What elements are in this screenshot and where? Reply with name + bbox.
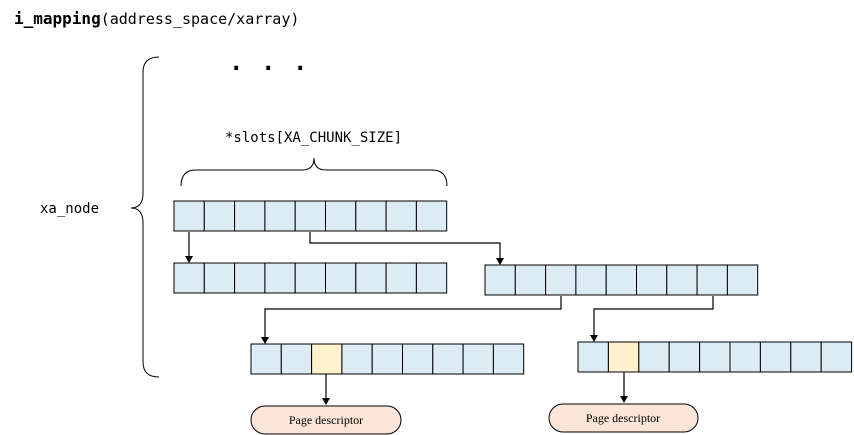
slot-cell (484, 264, 516, 296)
slot-cell (415, 262, 448, 294)
page-descriptor-left-label: Page descriptor (289, 413, 363, 427)
slot-cell (341, 343, 373, 375)
page-slot (311, 343, 343, 375)
leaf-right-slot-array (577, 341, 853, 373)
page-descriptor-right-label: Page descriptor (586, 411, 660, 425)
slot-cell (203, 262, 236, 294)
slot-cell (432, 343, 464, 375)
slot-cell (729, 341, 761, 373)
slot-cell (294, 200, 327, 232)
slot-cell (250, 343, 282, 375)
slot-cell (759, 341, 792, 373)
child-left-slot-array (173, 262, 448, 294)
slot-cell (264, 262, 296, 294)
ellipsis: . . . (232, 51, 312, 76)
slot-cell (325, 200, 357, 232)
slot-cell (203, 200, 236, 232)
slot-cell (638, 341, 670, 373)
slot-cell (696, 264, 728, 296)
slot-cell (385, 262, 417, 294)
slot-cell (280, 343, 313, 375)
slot-cell (492, 343, 525, 375)
slot-cell (636, 264, 668, 296)
slots-label: *slots[XA_CHUNK_SIZE] (225, 130, 402, 146)
slot-cell (462, 343, 494, 375)
slot-cell (577, 341, 609, 373)
slot-cell (402, 343, 434, 375)
slot-cell (294, 262, 327, 294)
slot-cell (820, 341, 853, 373)
xa-node-brace (130, 56, 160, 378)
slot-cell (545, 264, 577, 296)
slot-cell (699, 341, 731, 373)
slots-brace (180, 157, 448, 187)
title-rest: (address_space/xarray) (101, 10, 300, 28)
slot-cell (355, 262, 387, 294)
slot-cell (173, 200, 205, 232)
slot-cell (355, 200, 387, 232)
arrow-child-right-to-leaf-right (590, 296, 714, 342)
root-slot-array (173, 200, 448, 232)
arrow-root-to-child-right (309, 232, 504, 265)
page-descriptor-left: Page descriptor (250, 405, 402, 435)
slot-cell (415, 200, 448, 232)
slot-cell (371, 343, 404, 375)
diagram-title: i_mapping(address_space/xarray) (14, 9, 299, 28)
slot-cell (173, 262, 205, 294)
slot-cell (385, 200, 417, 232)
arrow-child-right-to-leaf-left (261, 296, 562, 344)
slot-cell (325, 262, 357, 294)
slot-cell (234, 200, 266, 232)
slot-cell (575, 264, 607, 296)
page-slot (607, 341, 640, 373)
slot-cell (666, 264, 698, 296)
slot-cell (514, 264, 547, 296)
xa-node-label: xa_node (40, 201, 99, 217)
slot-cell (668, 341, 701, 373)
slot-cell (234, 262, 266, 294)
slot-cell (264, 200, 296, 232)
slot-cell (726, 264, 759, 296)
child-right-slot-array (484, 264, 759, 296)
leaf-left-slot-array (250, 343, 525, 375)
title-bold: i_mapping (14, 9, 101, 28)
slot-cell (605, 264, 638, 296)
slot-cell (790, 341, 822, 373)
page-descriptor-right: Page descriptor (548, 403, 699, 433)
